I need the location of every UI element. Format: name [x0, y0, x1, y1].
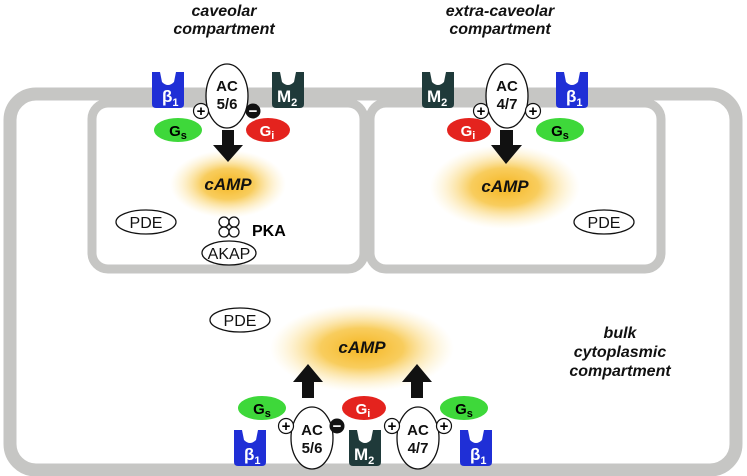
svg-text:M2: M2 [354, 445, 374, 467]
gs-text-bulk-left: Gs [253, 401, 271, 420]
pde-bulk [209, 307, 271, 333]
camp-label-caveolar: cAMP [204, 175, 252, 194]
m2-receptor-caveolar: M2 [272, 72, 304, 109]
ac56-caveolar-line2: 5/6 [217, 96, 238, 113]
beta1-receptor-bulk-right: β1 [460, 430, 492, 467]
plus-text-bulk-1: + [282, 418, 291, 435]
svg-text:M2: M2 [277, 87, 297, 109]
plus-sign-bulk-3 [435, 417, 453, 435]
gi-protein-extra [447, 118, 491, 142]
pde-caveolar-text: PDE [130, 215, 163, 232]
svg-text:β1: β1 [162, 87, 179, 109]
ac56-caveolar [205, 63, 249, 129]
gi-text-extra: Gi [461, 123, 476, 142]
ac47-bulk [396, 406, 440, 470]
plus-sign-caveolar [192, 102, 210, 120]
beta1-receptor-caveolar: β1 [152, 72, 184, 109]
ac47-extra-line2: 4/7 [497, 96, 518, 113]
beta1-receptor-extra: β1 [556, 72, 588, 109]
gi-protein-bulk [342, 396, 386, 420]
minus-sign-bulk [329, 418, 345, 434]
bulk-label-line3: compartment [569, 363, 671, 380]
camp-label-bulk: cAMP [338, 338, 386, 357]
plus-text-bulk-3: + [440, 418, 449, 435]
plus-sign-bulk-1 [277, 417, 295, 435]
ac47-bulk-line2: 4/7 [408, 440, 429, 457]
svg-text:β1: β1 [566, 87, 583, 109]
plus-sign-bulk-2 [383, 417, 401, 435]
pde-extra [573, 209, 635, 235]
ac56-bulk-line1: AC [301, 422, 323, 439]
camp-glow-caveolar [170, 150, 286, 218]
gs-text-caveolar: Gs [169, 123, 187, 142]
caveolar-label-line2: compartment [173, 21, 275, 38]
gi-protein-caveolar [246, 118, 290, 142]
svg-text:β1: β1 [470, 445, 487, 467]
m2-receptor-bulk: M2 [349, 430, 381, 467]
gs-text-extra: Gs [551, 123, 569, 142]
ac47-extra-line1: AC [496, 78, 518, 95]
gs-protein-bulk-right [440, 396, 488, 420]
plus-sign-extra-left [472, 102, 490, 120]
beta1-receptor-bulk-left: β1 [234, 430, 266, 467]
arrow-caveolar [213, 130, 243, 162]
cell-membrane [3, 87, 743, 476]
plus-sign-extra-right [524, 102, 542, 120]
arrow-bulk-left [293, 364, 323, 398]
extra-caveolar-label-line2: compartment [449, 21, 551, 38]
pka-label: PKA [252, 223, 286, 240]
camp-label-extra: cAMP [481, 177, 529, 196]
gs-protein-caveolar [154, 118, 202, 142]
arrow-bulk-right [402, 364, 432, 398]
minus-sign-caveolar [245, 103, 261, 119]
minus-text-caveolar: − [249, 103, 258, 120]
gi-text-caveolar: Gi [260, 123, 275, 142]
gs-text-bulk-right: Gs [455, 401, 473, 420]
arrow-extra [491, 130, 522, 164]
ac56-caveolar-line1: AC [216, 78, 238, 95]
pde-caveolar [115, 209, 177, 235]
pka-subunits [218, 216, 240, 238]
gs-protein-bulk-left [238, 396, 286, 420]
pde-extra-text: PDE [588, 215, 621, 232]
m2-receptor-extra: M2 [422, 72, 454, 109]
plus-text-bulk-2: + [388, 418, 397, 435]
akap-text: AKAP [208, 246, 251, 263]
caveolar-label-line1: caveolar [192, 3, 258, 20]
plus-text-caveolar: + [197, 103, 206, 120]
camp-glow-extra [430, 145, 580, 229]
bulk-label-line2: cytoplasmic [574, 344, 667, 361]
pde-bulk-text: PDE [224, 313, 257, 330]
akap [201, 240, 257, 266]
extra-caveolar-label-line1: extra-caveolar [446, 3, 555, 20]
ac47-extra [485, 63, 529, 129]
minus-text-bulk: − [333, 418, 342, 435]
svg-text:β1: β1 [244, 445, 261, 467]
plus-text-extra-left: + [477, 103, 486, 120]
ac56-bulk [290, 406, 334, 470]
bulk-label-line1: bulk [604, 325, 638, 342]
ac47-bulk-line1: AC [407, 422, 429, 439]
svg-text:M2: M2 [427, 87, 447, 109]
gs-protein-extra [536, 118, 584, 142]
camp-glow-bulk [270, 304, 454, 392]
plus-text-extra-right: + [529, 103, 538, 120]
ac56-bulk-line2: 5/6 [302, 440, 323, 457]
gi-text-bulk: Gi [356, 401, 371, 420]
